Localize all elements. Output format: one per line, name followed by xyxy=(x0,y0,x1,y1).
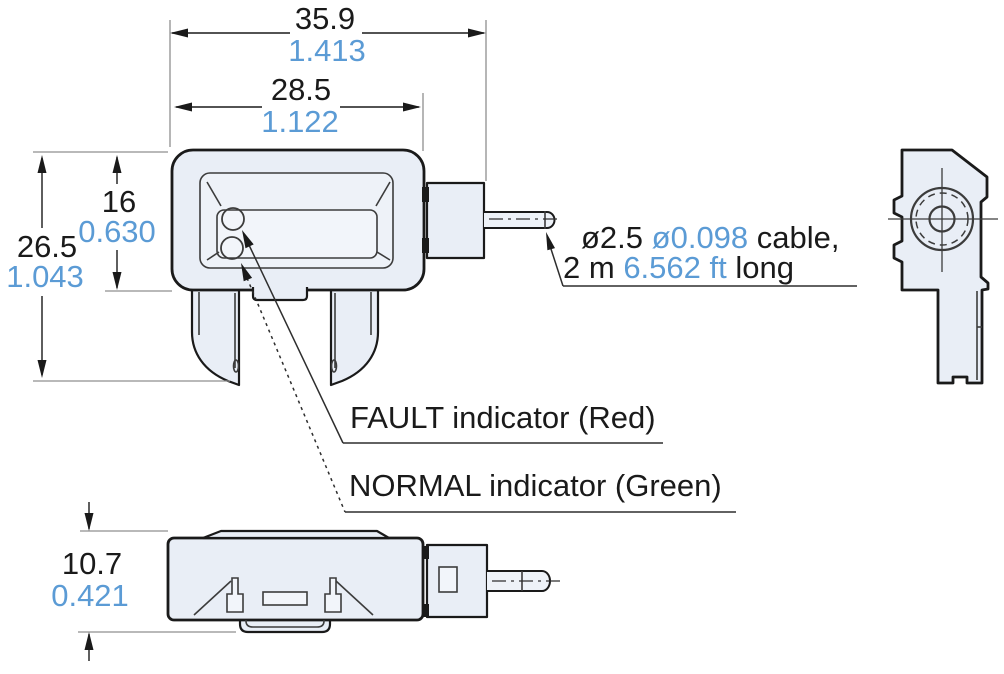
lens-circles xyxy=(888,168,998,272)
connector-front xyxy=(422,181,486,260)
cable-word: cable, xyxy=(756,220,840,255)
normal-led xyxy=(220,236,244,260)
cable-length-metric: 2 m xyxy=(563,250,615,285)
dim-overall-width-inch: 1.413 xyxy=(288,33,366,68)
cable-diameter-mm: ø2.5 xyxy=(581,220,644,255)
top-strip xyxy=(201,529,391,540)
bottom-view xyxy=(166,529,562,634)
dim-overall-width xyxy=(170,28,486,38)
fault-indicator-label: FAULT indicator (Red) xyxy=(350,400,656,435)
bottom-tab-front xyxy=(251,287,309,302)
cable-length-imperial: 6.562 ft xyxy=(623,250,727,285)
cable-note-line1: ø2.5 ø0.098 cable, xyxy=(581,220,840,255)
cable-leader xyxy=(546,232,857,287)
dim-body-depth-inch: 0.421 xyxy=(51,578,129,613)
long-word: long xyxy=(735,250,794,285)
cable-front xyxy=(484,211,561,229)
display-panel xyxy=(199,172,394,269)
dim-body-height xyxy=(112,155,122,290)
mounting-legs xyxy=(190,283,380,387)
cable-note-line2: 2 m 6.562 ft long xyxy=(563,250,794,285)
fault-led xyxy=(221,207,245,231)
front-view xyxy=(170,148,561,387)
dim-overall-width-mm: 35.9 xyxy=(294,1,356,36)
dim-body-width-inch: 1.122 xyxy=(261,104,339,139)
normal-leader xyxy=(241,263,736,513)
leader-lines xyxy=(241,230,857,513)
cable-diameter-inch: ø0.098 xyxy=(651,220,749,255)
dim-body-width xyxy=(174,102,421,112)
dim-overall-height xyxy=(37,155,47,378)
cable-bottom xyxy=(487,570,562,592)
dim-overall-height-mm: 26.5 xyxy=(16,229,78,264)
dim-body-width-mm: 28.5 xyxy=(270,72,332,107)
dim-overall-height-inch: 1.043 xyxy=(6,259,84,294)
sensor-body-bottom xyxy=(166,536,425,622)
fault-leader xyxy=(242,230,663,444)
dim-body-height-mm: 16 xyxy=(101,184,137,219)
connector-bottom xyxy=(422,543,489,619)
side-view xyxy=(888,148,998,385)
mounting-clips-bottom xyxy=(193,577,374,616)
dim-body-height-inch: 0.630 xyxy=(78,214,156,249)
normal-indicator-label: NORMAL indicator (Green) xyxy=(349,468,722,503)
sensor-body-side xyxy=(892,148,990,385)
dim-body-depth-mm: 10.7 xyxy=(61,546,123,581)
dim-body-depth xyxy=(84,502,94,661)
dimension-lines xyxy=(33,20,487,661)
